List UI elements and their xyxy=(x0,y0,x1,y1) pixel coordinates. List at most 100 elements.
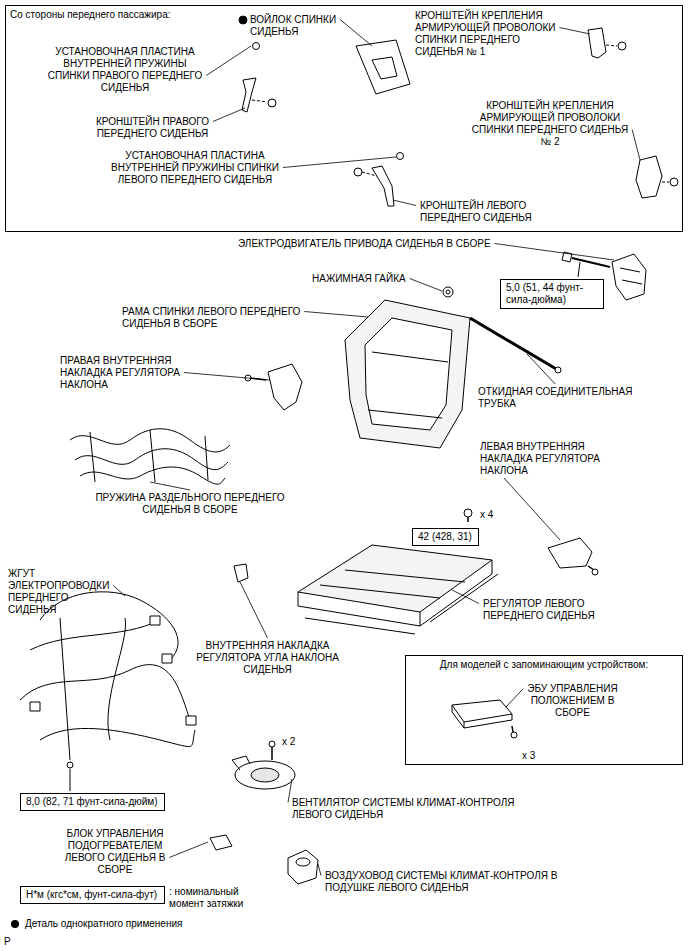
part-label: НАЖИМНАЯ ГАЙКА xyxy=(312,273,406,285)
leader-line xyxy=(169,842,208,858)
leader-line xyxy=(340,20,372,47)
torque-box: 8,0 (82, 71 фунт-сила-дюйм) xyxy=(20,793,165,811)
panel-heading: Со стороны переднего пассажира: xyxy=(10,9,678,21)
panel-heading: Для моделей с запоминающим устройством: xyxy=(410,659,678,671)
leader-line xyxy=(113,586,125,597)
leader-line xyxy=(304,312,368,318)
nut xyxy=(354,168,362,176)
legend-text: : номинальный момент затяжки xyxy=(169,886,269,910)
torque-value: 42 (428, 31) xyxy=(418,531,473,543)
harness-connector xyxy=(30,616,196,725)
wire-harness xyxy=(40,728,195,746)
part-label: ВОЙЛОК СПИНКИ СИДЕНЬЯ xyxy=(250,14,350,38)
memory-model-panel: Для моделей с запоминающим устройством: xyxy=(405,655,683,765)
position-ecu-side xyxy=(452,705,512,728)
torque-value: 8,0 (82, 71 фунт-сила-дюйм) xyxy=(26,796,159,808)
part-label: РАМА СПИНКИ ЛЕВОГО ПЕРЕДНЕГО СИДЕНЬЯ В С… xyxy=(122,306,337,330)
leader-line xyxy=(504,478,560,540)
fastener-path xyxy=(606,45,617,46)
heater-control xyxy=(210,835,232,850)
legend-text: Деталь однократного применения xyxy=(25,918,182,930)
part-label: ПРАВАЯ ВНУТРЕННЯЯ НАКЛАДКА РЕГУЛЯТОРА НА… xyxy=(60,355,200,391)
wire-harness xyxy=(60,618,126,760)
left-recliner-cover xyxy=(548,538,592,568)
legend-item: : номинальный момент затяжки xyxy=(169,886,269,910)
part-label: ЛЕВАЯ ВНУТРЕННЯЯ НАКЛАДКА РЕГУЛЯТОРА НАК… xyxy=(480,441,620,477)
torque-box: 42 (428, 31) xyxy=(412,528,479,546)
torque-box: 5,0 (51, 44 фунт-сила-дюйма) xyxy=(500,279,604,309)
seat-back-frame xyxy=(345,300,470,448)
part-label: ЖГУТ ЭЛЕКТРОПРОВОДКИ ПЕРЕДНЕГО СИДЕНЬЯ xyxy=(8,568,118,616)
wire-harness xyxy=(30,620,160,650)
left-seat-bracket xyxy=(372,166,394,206)
nut xyxy=(618,42,626,50)
quantity-label: x 3 xyxy=(522,750,535,762)
leader-line xyxy=(506,689,523,708)
leader-line xyxy=(213,108,245,122)
recliner-inner-cover xyxy=(234,564,248,582)
reinforcement-bracket-2 xyxy=(636,156,662,198)
fastener-path xyxy=(662,182,669,183)
single-use-mark xyxy=(239,16,247,24)
legend-item: Деталь однократного применения xyxy=(10,918,182,930)
torque-leader xyxy=(578,262,580,277)
climate-duct-opening xyxy=(296,858,310,866)
fastener-path xyxy=(362,172,377,176)
right-recliner-cover xyxy=(268,364,302,410)
leader-line xyxy=(150,482,190,490)
torque-leader xyxy=(70,769,71,791)
part-label: УСТАНОВОЧНАЯ ПЛАСТИНА ВНУТРЕННЕЙ ПРУЖИНЫ… xyxy=(110,150,280,186)
leader-line xyxy=(184,373,270,381)
seat-motor-detail xyxy=(620,268,642,284)
part-label: КРОНШТЕЙН ПРАВОГО ПЕРЕДНЕГО СИДЕНЬЯ xyxy=(85,116,220,140)
single-use-mark xyxy=(11,920,19,928)
seat-back-frame-bar xyxy=(368,352,448,418)
climate-fan-hub xyxy=(251,768,279,782)
leader-line xyxy=(240,582,268,638)
seat-spring xyxy=(90,430,208,482)
seat-adjuster xyxy=(298,545,492,612)
screw xyxy=(512,726,513,732)
plate-nut xyxy=(253,43,260,50)
recliner-connecting-tube xyxy=(470,318,558,370)
motor-bolt xyxy=(572,258,610,267)
tube-end xyxy=(555,367,561,373)
screw xyxy=(271,747,273,760)
climate-fan xyxy=(235,761,295,789)
leader-line xyxy=(318,864,321,876)
part-label: ВНУТРЕННЯЯ НАКЛАДКА РЕГУЛЯТОРА УГЛА НАКЛ… xyxy=(195,640,340,676)
part-label: ВОЗДУХОВОД СИСТЕМЫ КЛИМАТ-КОНТРОЛЯ В ПОД… xyxy=(325,870,590,894)
torque-value: Н*м (кгс*см, фунт-сила-фут) xyxy=(26,889,159,901)
leader-line xyxy=(559,28,590,35)
seat-spring xyxy=(75,449,228,470)
nut xyxy=(268,99,276,107)
push-nut-hole xyxy=(446,290,450,294)
part-label: ОТКИДНАЯ СОЕДИНИТЕЛЬНАЯ ТРУБКА xyxy=(478,386,650,410)
leader-line xyxy=(410,279,442,292)
seat-motor xyxy=(612,254,646,300)
nut xyxy=(670,178,678,186)
part-label: КРОНШТЕЙН КРЕПЛЕНИЯ АРМИРУЮЩЕЙ ПРОВОЛОКИ… xyxy=(415,10,565,58)
reinforcement-bracket-1 xyxy=(588,28,606,58)
bolt-head xyxy=(67,762,73,768)
part-label: КРОНШТЕЙН КРЕПЛЕНИЯ АРМИРУЮЩЕЙ ПРОВОЛОКИ… xyxy=(470,100,630,148)
screw-head xyxy=(511,732,517,738)
plate-nut xyxy=(397,153,404,160)
part-label: ПРУЖИНА РАЗДЕЛЬНОГО ПЕРЕДНЕГО СИДЕНЬЯ В … xyxy=(85,492,295,516)
leader-line xyxy=(495,244,614,261)
climate-fan-outlet xyxy=(232,756,250,770)
single-use-symbol xyxy=(10,918,22,930)
torque-legend-box: Н*м (кгс*см, фунт-сила-фут) xyxy=(20,886,165,904)
part-label: УСТАНОВОЧНАЯ ПЛАСТИНА ВНУТРЕННЕЙ ПРУЖИНЫ… xyxy=(45,46,205,94)
torque-value: 5,0 (51, 44 фунт-сила-дюйма) xyxy=(506,282,598,306)
wire-harness xyxy=(20,665,190,720)
seat-adjuster-rail xyxy=(305,570,498,634)
part-label: ЭБУ УПРАВЛЕНИЯ ПОЛОЖЕНИЕМ В СБОРЕ xyxy=(520,683,625,719)
seat-spring xyxy=(80,467,225,484)
quantity-label: x 4 xyxy=(480,509,493,521)
part-label: ЭЛЕКТРОДВИГАТЕЛЬ ПРИВОДА СИДЕНЬЯ В СБОРЕ xyxy=(238,238,548,250)
screw-head xyxy=(592,569,598,575)
part-label: РЕГУЛЯТОР ЛЕВОГО ПЕРЕДНЕГО СИДЕНЬЯ xyxy=(483,598,633,622)
leader-line xyxy=(393,200,416,206)
